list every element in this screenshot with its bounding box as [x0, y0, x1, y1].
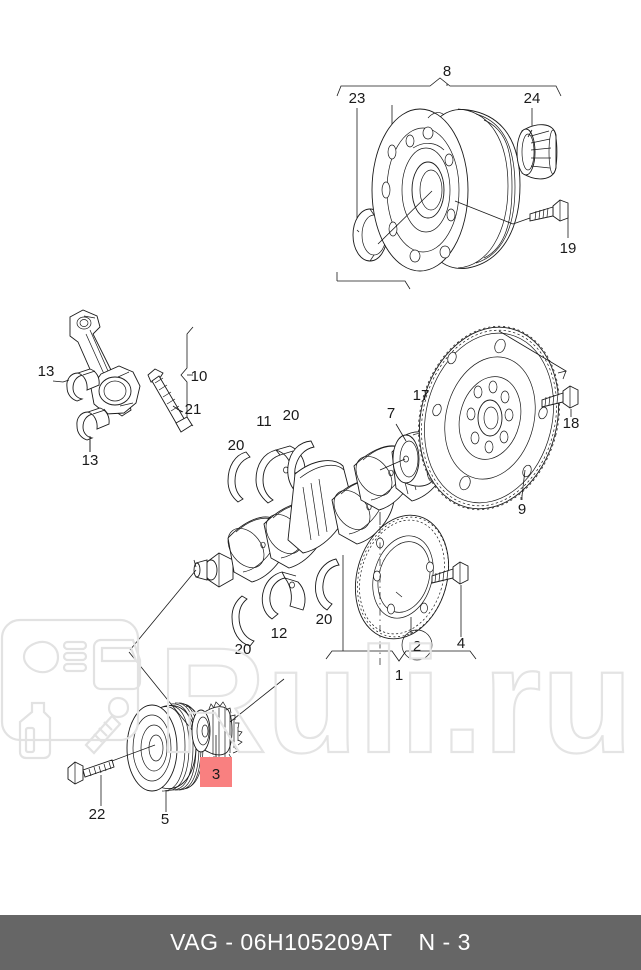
callout-numbers: 1 2 4 5 7 8 9 10 11 12 13 13 17 18 19 20…: [38, 63, 580, 828]
callout-1: 1: [395, 667, 403, 684]
part-20-main-bearing-shell-c: [231, 595, 255, 647]
callout-20-a: 20: [228, 437, 245, 454]
callout-11: 11: [256, 413, 272, 430]
callout-20-c: 20: [235, 641, 252, 658]
part-4-drive-plate-bolt: [431, 561, 469, 585]
callout-17: 17: [413, 387, 430, 404]
part-20-main-bearing-shell-a: [227, 451, 251, 503]
crankshaft-body: [193, 432, 450, 588]
crankshaft-assembly: [193, 432, 450, 647]
exploded-diagram: 1 2 4 5 7 8 9 10 11 12 13 13 17 18 19 20…: [38, 63, 580, 828]
callout-13-a: 13: [38, 363, 55, 380]
callout-5: 5: [161, 811, 169, 828]
footer-bar: VAG - 06H105209AT N - 3: [0, 915, 641, 970]
callout-24: 24: [524, 90, 541, 107]
part-22-pulley-bolt: [67, 744, 156, 785]
part-13-bearing-shell-lower: [76, 407, 110, 441]
part-13-bearing-shell-upper: [66, 368, 100, 402]
part-3-crankshaft-sprocket: [191, 701, 243, 763]
callout-23: 23: [349, 90, 366, 107]
part-19-bolt: [529, 199, 569, 222]
callout-12: 12: [271, 625, 288, 642]
callout-20-b: 20: [283, 407, 300, 424]
callout-9: 9: [518, 501, 526, 518]
callout-20-d: 20: [316, 611, 333, 628]
part-20-main-bearing-shell-d: [315, 558, 340, 611]
group-8-dual-mass-flywheel: [336, 77, 569, 290]
highlighted-callout-3: 3: [200, 757, 232, 787]
part-24-needle-bearing: [516, 124, 558, 180]
part-5-vibration-damper-pulley: [126, 702, 204, 792]
group-10-connecting-rod: [52, 309, 194, 452]
callout-8: 8: [443, 63, 451, 80]
part-10-conrod-body: [69, 309, 141, 417]
footer-part-number: VAG - 06H105209AT: [170, 929, 393, 955]
ring-gear-teeth: [418, 325, 560, 511]
footer-page-label: N - 3: [418, 929, 471, 955]
callout-3: 3: [212, 766, 220, 783]
callout-21: 21: [185, 401, 202, 418]
part-9-flywheel: [418, 325, 560, 511]
pulley-assembly: [67, 559, 285, 812]
callout-10: 10: [191, 368, 208, 385]
highlight-box: [200, 757, 232, 787]
part-18-flywheel-bolt: [541, 385, 579, 417]
callout-4: 4: [457, 635, 465, 652]
diagram-canvas: 1 2 4 5 7 8 9 10 11 12 13 13 17 18 19 20…: [0, 63, 635, 828]
part-8-flywheel-body: [371, 108, 521, 272]
part-2-drive-plate: [354, 514, 450, 640]
callout-22: 22: [89, 806, 106, 823]
callout-7: 7: [387, 405, 395, 422]
callout-2: 2: [413, 638, 421, 655]
callout-19: 19: [560, 240, 577, 257]
callout-18: 18: [563, 415, 580, 432]
part-12-thrust-bearing-shell-lower: [261, 571, 306, 620]
group-1-drive-plate-assembly: [325, 512, 477, 665]
part-21-conrod-bolt: [147, 368, 193, 433]
callout-13-b: 13: [82, 452, 99, 469]
